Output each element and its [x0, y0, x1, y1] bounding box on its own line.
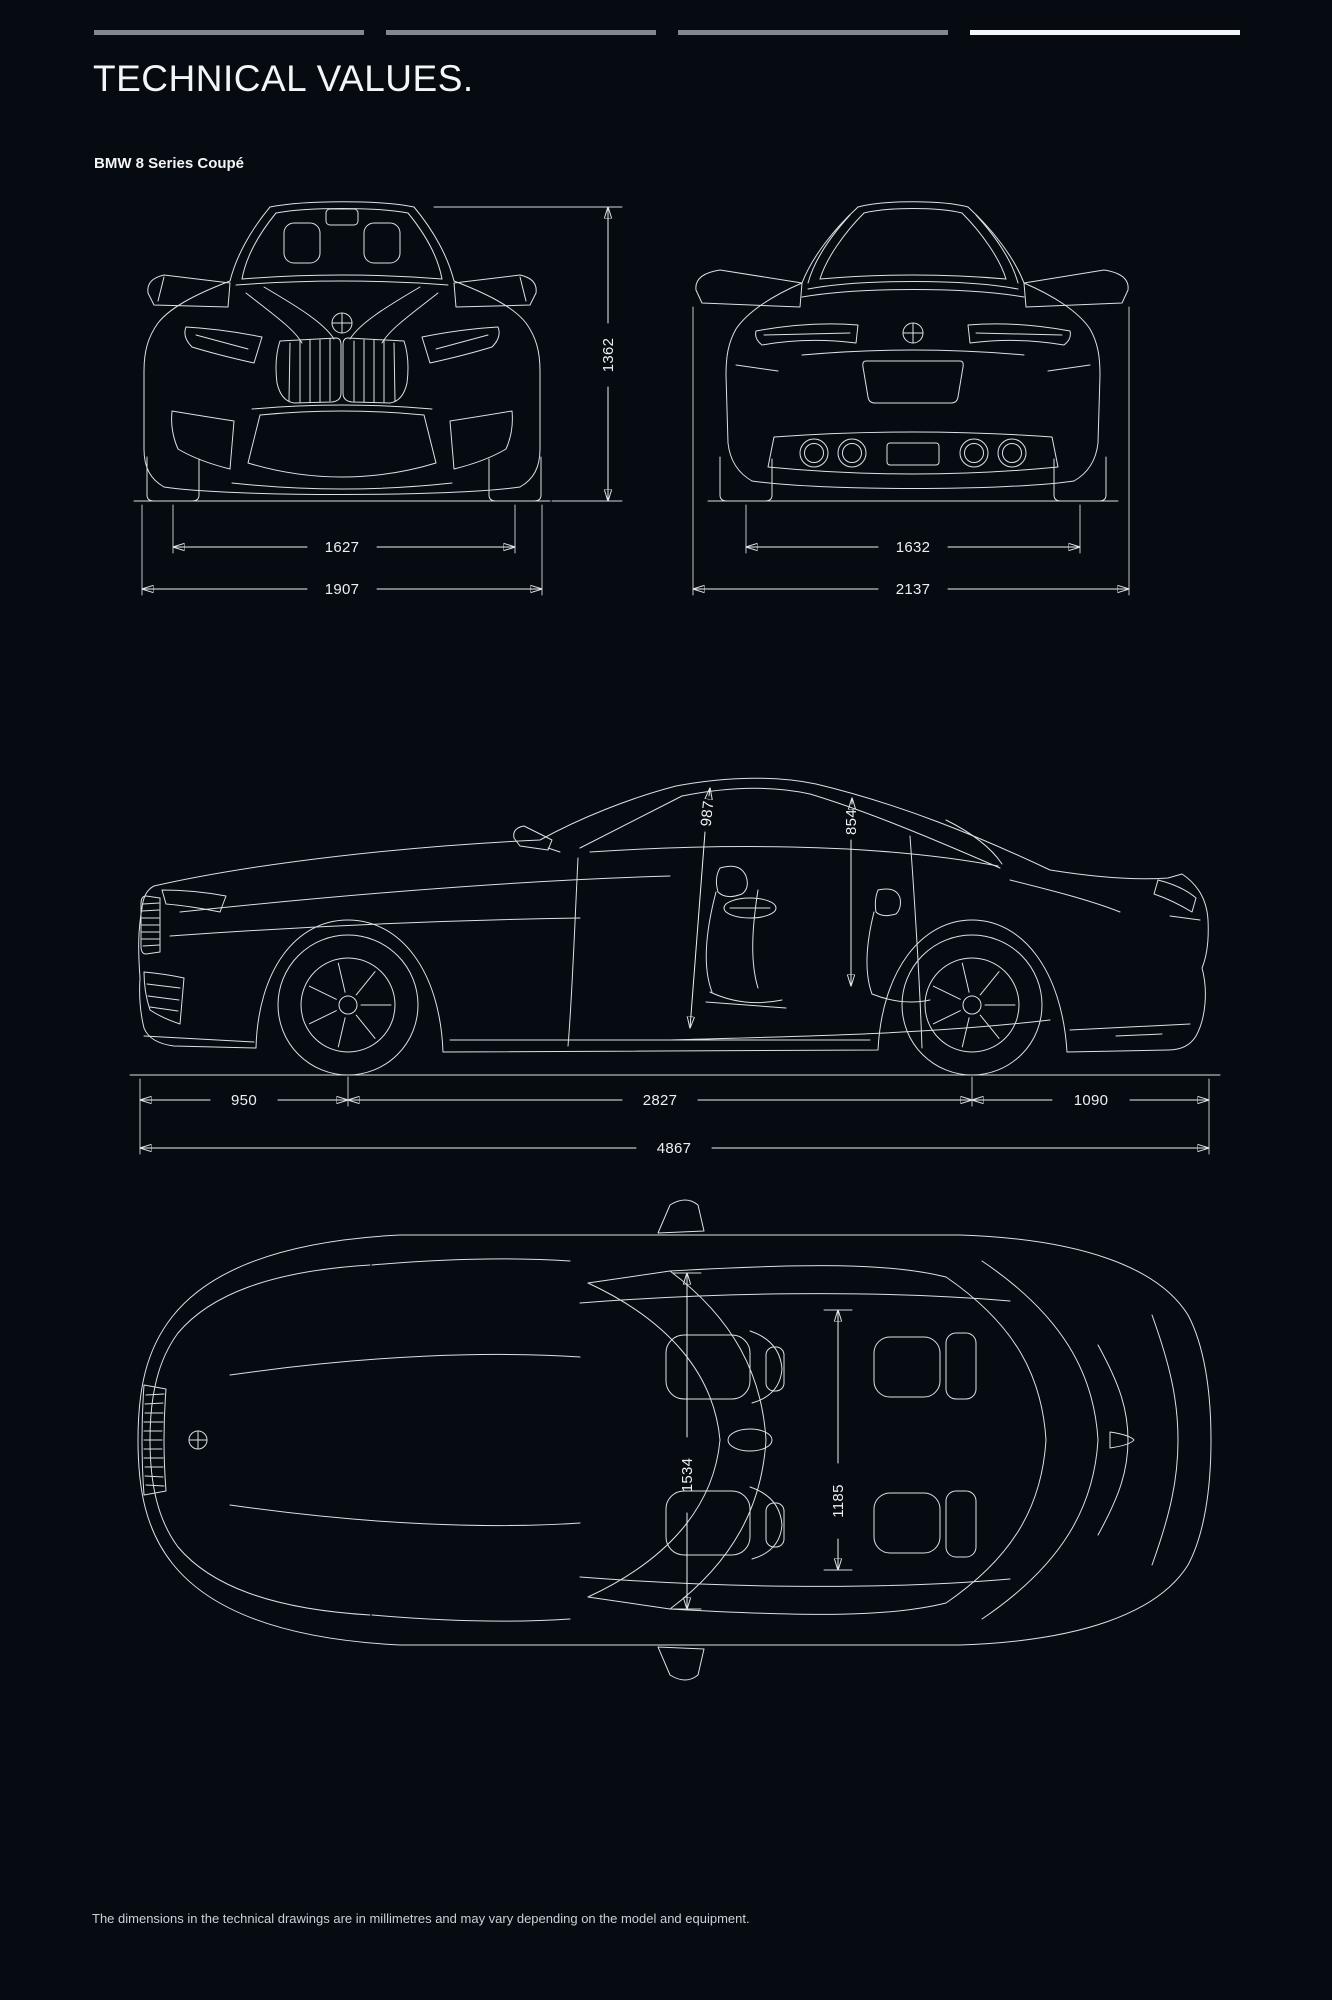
model-name: BMW 8 Series Coupé [94, 155, 245, 172]
headlight-right [421, 326, 500, 364]
rear-wheel [901, 934, 1043, 1076]
bmw-roundel-icon [188, 1430, 208, 1450]
dim-interior-width-front: 1534 [679, 1272, 696, 1610]
dim-headroom-rear: 854 [843, 797, 860, 987]
dim-front-height: 1362 [433, 206, 623, 502]
kidney-grille-left [275, 337, 342, 404]
progress-bar-2[interactable] [386, 30, 656, 35]
dim-wheelbase: 2827 [347, 1092, 973, 1109]
front-tire-right [488, 456, 542, 502]
front-car-outline [133, 201, 551, 502]
side-mirror-right [1023, 269, 1129, 308]
headlight-left [184, 326, 263, 364]
page-title: TECHNICAL VALUES. [93, 58, 474, 99]
license-plate-recess [862, 360, 964, 404]
side-air-intake-left [171, 410, 235, 470]
progress-bar-1[interactable] [94, 30, 364, 35]
rearview-mirror-top [727, 1428, 773, 1452]
tail-light-right [967, 323, 1071, 346]
progress-bar-4-active[interactable] [970, 30, 1240, 35]
side-mirror-right [453, 274, 537, 308]
side-mirror [513, 825, 553, 851]
dim-rear-overhang: 1090 [971, 1092, 1210, 1109]
front-grille [140, 895, 161, 955]
front-wheel [277, 934, 419, 1076]
door-handle [723, 897, 777, 919]
bmw-roundel-icon [331, 312, 353, 334]
center-air-intake [247, 410, 437, 478]
antenna-fin [1109, 1431, 1135, 1449]
rearview-mirror [325, 208, 359, 226]
top-view-drawing: 1534 1185 [137, 1199, 1212, 1681]
dim-label-headroom-rear: 854 [843, 809, 860, 835]
tail-light [1153, 879, 1197, 913]
dim-label-rear-overhang: 1090 [1074, 1092, 1109, 1109]
dim-label-rear-width: 2137 [896, 581, 931, 598]
dim-front-track-width: 1627 [172, 539, 516, 556]
top-dimensions: 1534 1185 [672, 1272, 853, 1610]
front-view-drawing: 1627 1907 1362 [133, 201, 623, 598]
dim-front-overhang: 950 [139, 1092, 349, 1109]
dim-label-front-height: 1362 [600, 338, 617, 373]
kidney-grille-right [342, 337, 409, 404]
front-tire-left [146, 456, 200, 502]
rear-diffuser [767, 431, 1059, 475]
dim-headroom-front: 987 [690, 788, 717, 1028]
side-mirror-left [695, 269, 803, 308]
dimensions-footnote: The dimensions in the technical drawings… [92, 1911, 750, 1926]
front-intake [143, 971, 185, 1025]
headrest-right [363, 222, 401, 264]
dim-label-front-track: 1627 [325, 539, 360, 556]
progress-bar-3[interactable] [678, 30, 948, 35]
dim-interior-width-rear: 1185 [830, 1309, 847, 1571]
door-seam [567, 857, 579, 1047]
dim-rear-overall-width: 2137 [692, 581, 1130, 598]
dim-label-interior-width-front: 1534 [679, 1458, 696, 1493]
headrest-left [283, 222, 321, 264]
dim-label-front-width: 1907 [325, 581, 360, 598]
dim-rear-track-width: 1632 [745, 539, 1081, 556]
side-dimensions: 987 854 950 2827 1090 [139, 788, 1210, 1157]
rear-dimensions: 1632 2137 [692, 306, 1130, 598]
progress-indicator [94, 30, 1240, 35]
rear-tire-right [1053, 456, 1107, 502]
bmw-roundel-icon [902, 322, 924, 344]
rear-car-outline [695, 201, 1129, 502]
side-mirror-left [147, 274, 231, 308]
dim-label-front-overhang: 950 [231, 1092, 257, 1109]
side-mirror-bottom [657, 1646, 705, 1681]
side-car-outline [129, 777, 1221, 1076]
side-mirror-top [657, 1199, 705, 1234]
side-air-intake-right [449, 410, 513, 470]
dim-label-overall-length: 4867 [657, 1140, 692, 1157]
front-grille-top [141, 1384, 167, 1496]
side-view-drawing: 987 854 950 2827 1090 [129, 777, 1221, 1157]
rear-view-drawing: 1632 2137 [692, 201, 1130, 598]
dim-front-overall-width: 1907 [141, 581, 543, 598]
rear-tire-left [719, 456, 773, 502]
top-car-outline [137, 1199, 1212, 1681]
dim-label-wheelbase: 2827 [643, 1092, 678, 1109]
dim-label-rear-track: 1632 [896, 539, 931, 556]
tail-light-left [755, 323, 859, 346]
dim-label-interior-width-rear: 1185 [830, 1484, 847, 1517]
exhaust-tips [799, 438, 1027, 468]
dim-overall-length: 4867 [139, 1140, 1210, 1157]
dim-label-headroom-front: 987 [698, 800, 718, 828]
front-dimensions: 1627 1907 1362 [141, 206, 623, 598]
interior-seats-top [665, 1330, 977, 1560]
headlight [161, 889, 227, 913]
interior-seats [669, 865, 1121, 1041]
